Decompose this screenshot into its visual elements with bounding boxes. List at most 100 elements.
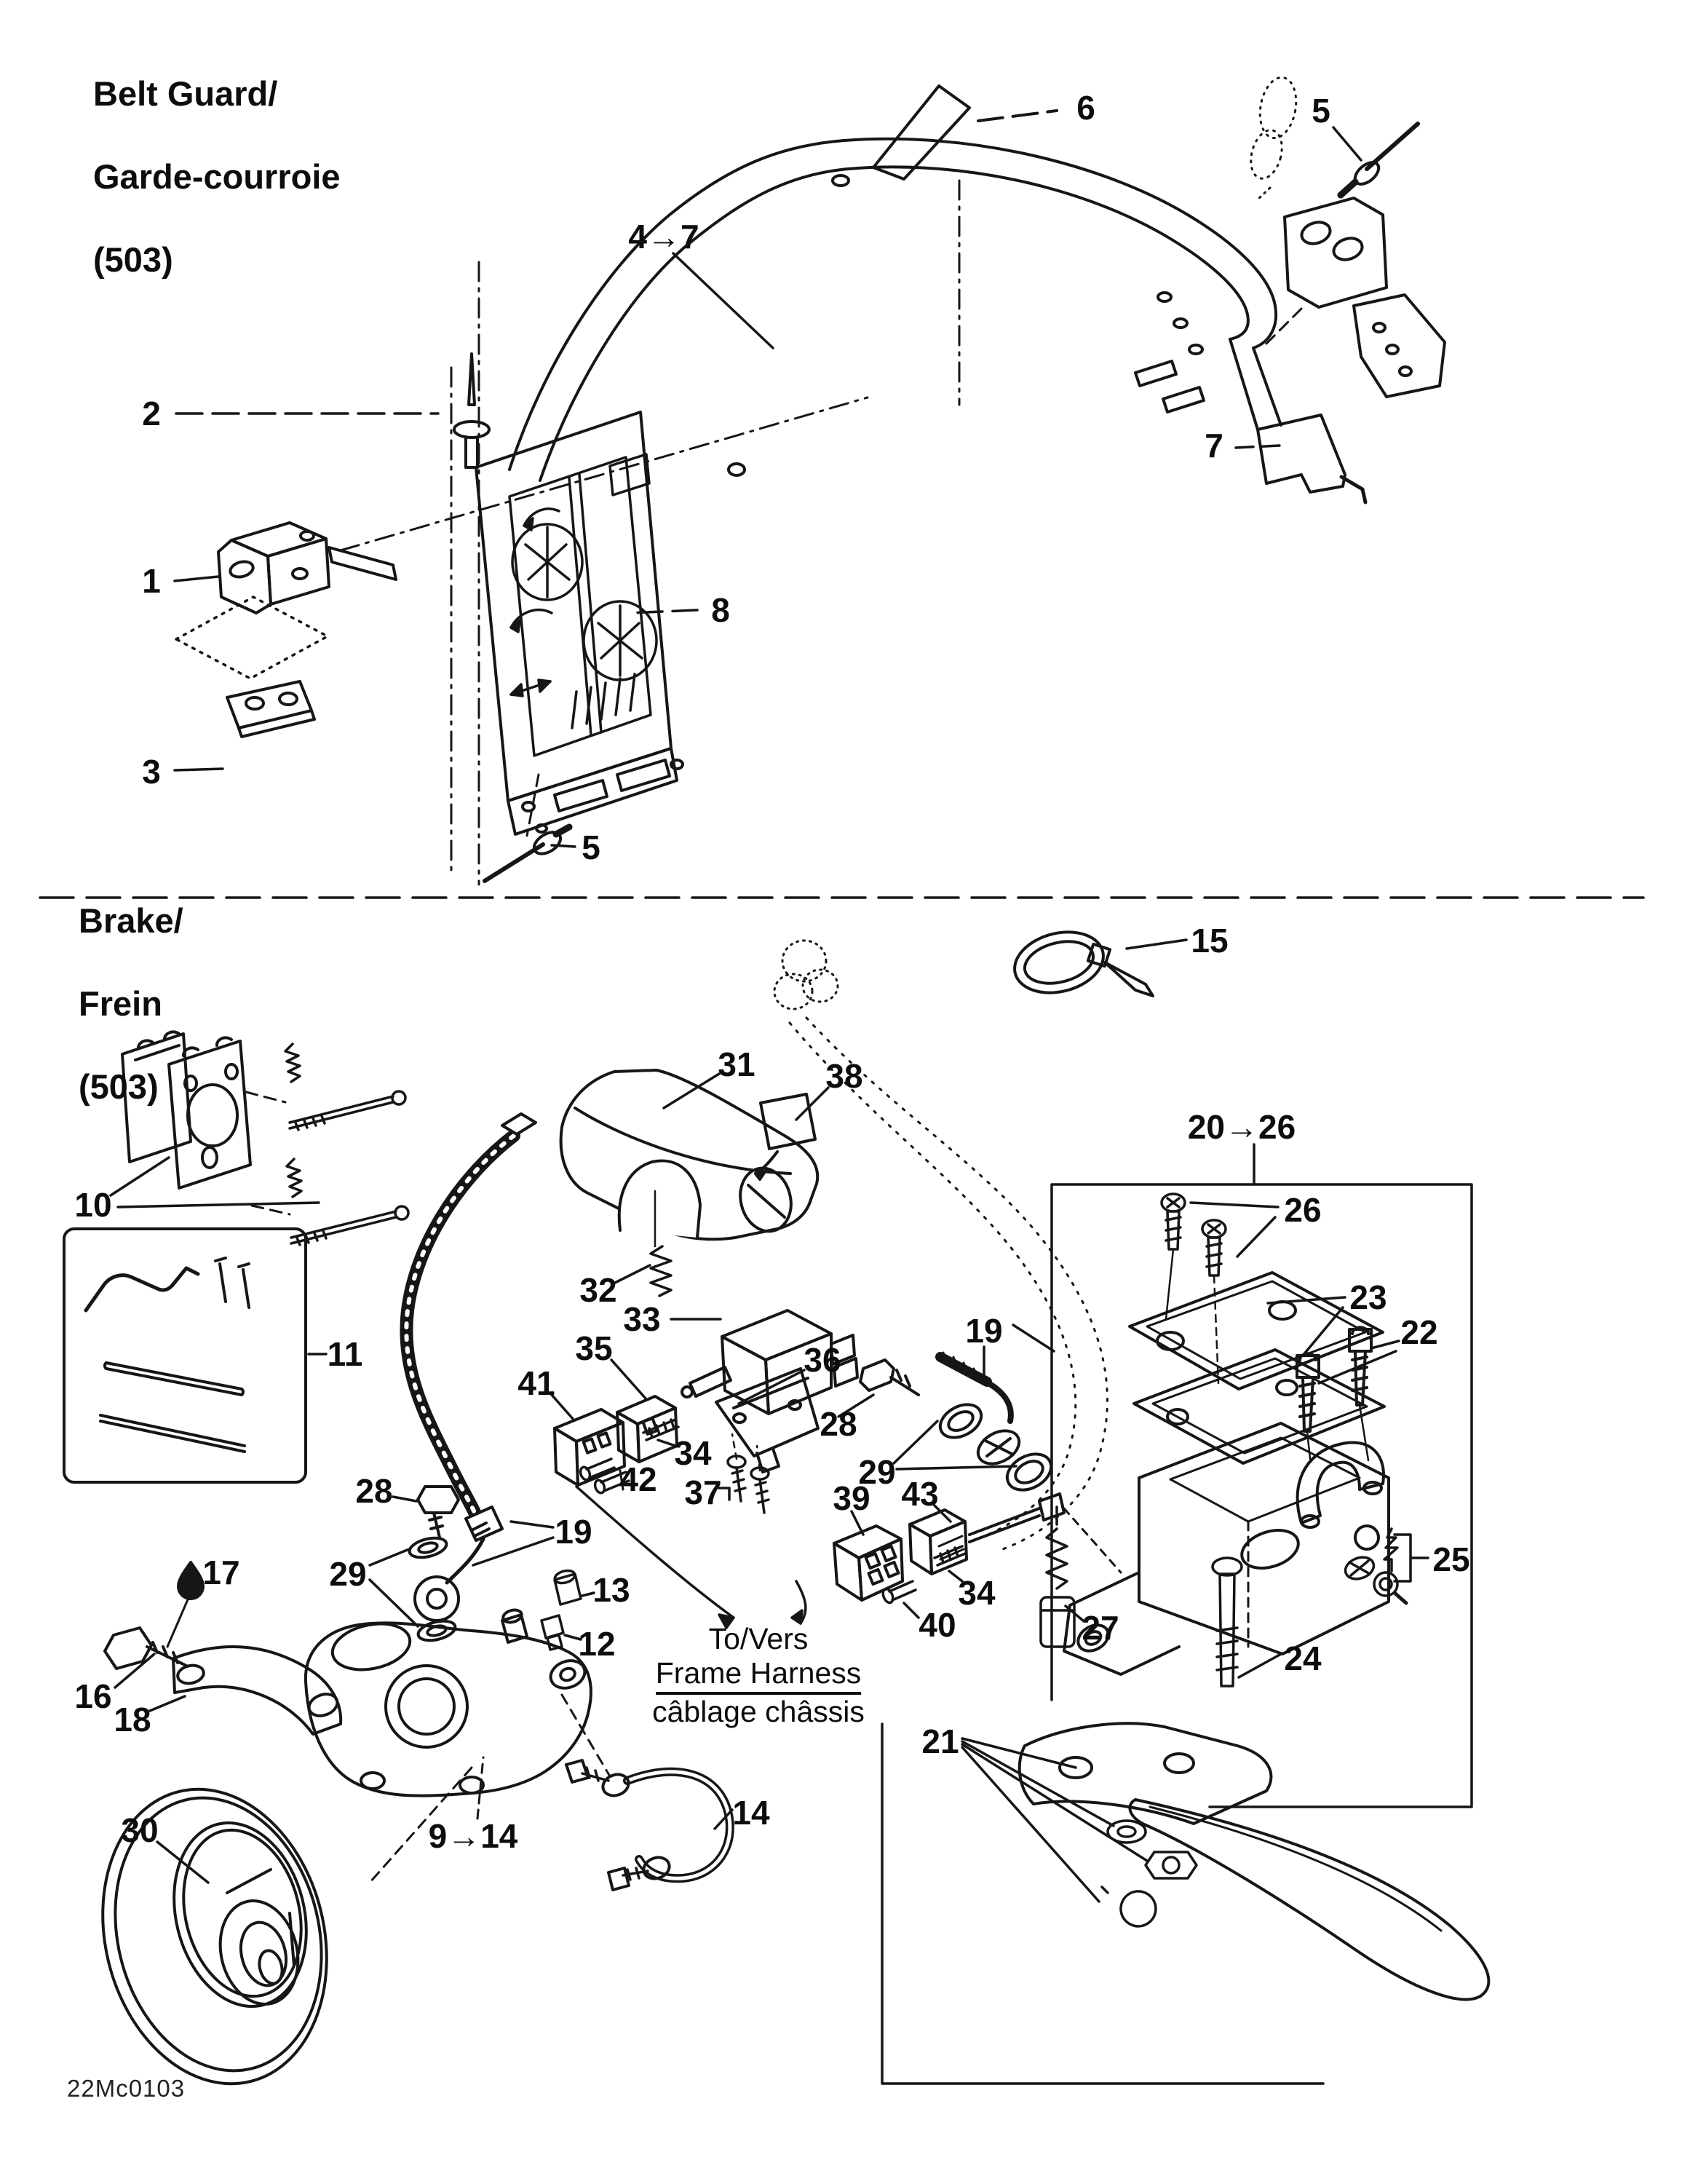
callout-34-mid: 34: [674, 1434, 712, 1472]
callout-38: 38: [825, 1057, 863, 1095]
callout-16: 16: [74, 1677, 112, 1715]
callout-12: 12: [578, 1625, 616, 1663]
bleeder-12-cap-13: [540, 1569, 595, 1651]
reservoir-cover-31: [559, 1069, 820, 1241]
callout-37: 37: [684, 1473, 722, 1511]
callout-5-bottom: 5: [582, 828, 600, 866]
switch-screws-34-37: [656, 1433, 770, 1514]
callout-29-left: 29: [329, 1555, 367, 1593]
callout-23: 23: [1349, 1278, 1387, 1316]
callout-9-14: 9→14: [428, 1817, 518, 1855]
title-line: Brake/: [79, 901, 183, 940]
brake-hose-upper: [400, 1112, 555, 1585]
plate-3: [173, 680, 316, 772]
callout-31: 31: [718, 1045, 755, 1083]
terminals-42-and-stud-34: [579, 1418, 680, 1495]
callout-39: 39: [833, 1479, 870, 1517]
title-line: Garde-courroie: [93, 157, 341, 196]
fastener-column-left: [175, 261, 869, 886]
lever-perch: [1017, 1722, 1273, 1825]
switch-bracket-36: [715, 1367, 820, 1473]
brake-disc-30: [101, 1766, 473, 2086]
connector-39: [833, 1510, 904, 1602]
callout-41: 41: [517, 1364, 555, 1402]
harness-note-arrows: [575, 1485, 1325, 2085]
harness-note-line1: To/Vers: [708, 1622, 809, 1655]
callout-42: 42: [619, 1460, 657, 1498]
callout-32: 32: [579, 1271, 617, 1309]
callout-15: 15: [1191, 922, 1229, 960]
connector-35: [610, 1358, 678, 1463]
speckle-texture: [1250, 76, 1298, 201]
callout-14: 14: [732, 1794, 770, 1832]
brake-pads-10: [109, 1030, 320, 1216]
callout-18: 18: [114, 1701, 151, 1738]
brake-hose-14-loop: [476, 1693, 734, 1891]
reservoir-screws-26: [1160, 1192, 1280, 1385]
connector-41: [550, 1393, 626, 1487]
callout-5-top: 5: [1312, 92, 1330, 130]
callout-40: 40: [919, 1606, 956, 1644]
callout-24: 24: [1284, 1639, 1322, 1677]
callout-29-mid: 29: [858, 1453, 896, 1491]
caliper-bolt-16-arm-18: [103, 1626, 343, 1736]
title-line: (503): [79, 1067, 159, 1106]
callout-22: 22: [1400, 1313, 1438, 1351]
title-line: (503): [93, 240, 173, 279]
reservoir-body: [1063, 1422, 1390, 1676]
harness-note-line2: Frame Harness: [655, 1656, 862, 1695]
callout-19-right: 19: [965, 1312, 1003, 1350]
brake-lever: [1128, 1798, 1491, 2001]
callout-28-left: 28: [355, 1472, 393, 1510]
brake-light-switch-33: [614, 1190, 859, 1415]
lever-fasteners-21: [961, 1737, 1198, 1928]
callout-17: 17: [202, 1554, 240, 1591]
callout-2: 2: [142, 395, 161, 432]
harness-note-line3: câblage châssis: [652, 1695, 865, 1728]
reservoir-cover-gasket-23: [1128, 1271, 1386, 1465]
belt-guard-front-face: [475, 411, 684, 836]
lubricant-drop-icon: [166, 1561, 205, 1648]
section-title-brake: Brake/ Frein (503): [79, 900, 183, 1107]
callout-11: 11: [327, 1335, 363, 1373]
callout-4-7: 4→7: [628, 218, 699, 256]
title-line: Frein: [79, 984, 162, 1023]
callout-13: 13: [592, 1571, 630, 1609]
decal-38: [754, 1086, 830, 1181]
callout-34-right: 34: [958, 1574, 996, 1612]
callout-36: 36: [804, 1341, 841, 1379]
belt-guard-outline: [508, 137, 1278, 482]
callout-21: 21: [921, 1722, 959, 1760]
decal-6-and-leader: [872, 84, 1058, 406]
callout-6: 6: [1076, 89, 1095, 127]
callout-27: 27: [1082, 1609, 1119, 1647]
callout-10: 10: [74, 1186, 112, 1224]
right-mount-bracket: [1265, 197, 1446, 398]
harness-stipple-and-wire: [773, 939, 1108, 1552]
brake-caliper: [304, 1608, 592, 1797]
parts-25-group: [1344, 1527, 1429, 1605]
master-banjo-group-19-28-29: [837, 1324, 1055, 1492]
bracket-1: [173, 521, 397, 614]
leader-lines-belt-guard: [627, 252, 1281, 614]
callout-19-left: 19: [555, 1513, 592, 1551]
belt-guard-strap-foot: [1229, 338, 1368, 505]
clamp-22: [1296, 1326, 1400, 1529]
callout-43: 43: [901, 1475, 939, 1513]
pad-pins-and-springs: [284, 1042, 410, 1246]
callout-20-26: 20→26: [1187, 1108, 1296, 1146]
callout-8: 8: [711, 591, 730, 629]
push-rivet-5-top: [1332, 122, 1420, 199]
push-rivet-5-bottom: [483, 773, 576, 883]
callout-3: 3: [142, 753, 161, 791]
foam-pad: [175, 596, 329, 680]
callout-1: 1: [142, 562, 161, 600]
callout-33: 33: [623, 1300, 661, 1338]
section-title-belt-guard: Belt Guard/ Garde-courroie (503): [93, 73, 341, 280]
warning-decal: [508, 453, 658, 757]
document-code: 22Mc0103: [67, 2075, 186, 2102]
callout-28-mid: 28: [820, 1405, 857, 1443]
callout-26: 26: [1284, 1191, 1322, 1229]
cable-tie-15: [1013, 930, 1188, 997]
